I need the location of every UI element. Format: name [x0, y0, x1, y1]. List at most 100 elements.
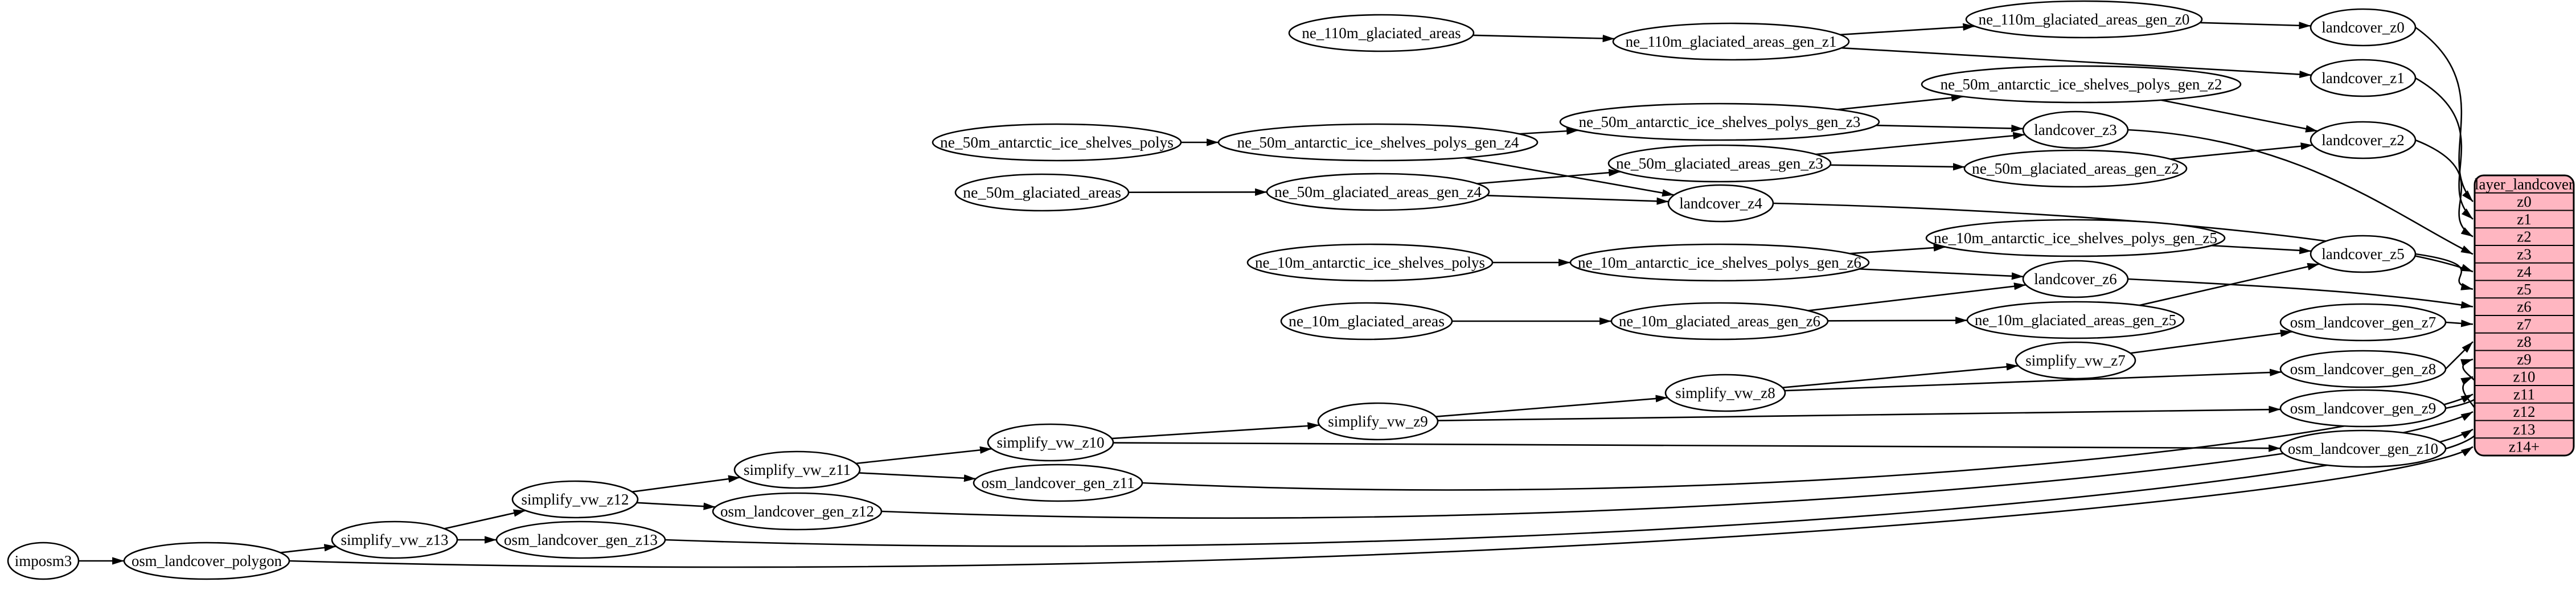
node-shape	[712, 492, 883, 531]
node-landcover_z4: landcover_z4	[1667, 184, 1774, 223]
table-row-z3: z3	[2517, 245, 2531, 263]
node-osm_landcover_gen_z10: osm_landcover_gen_z10	[2279, 429, 2447, 468]
edge-simplify_vw_z10-to-simplify_vw_z9	[1111, 422, 1320, 440]
node-label: simplify_vw_z8	[1675, 384, 1775, 401]
node-label: osm_landcover_gen_z12	[720, 503, 874, 520]
node-simplify_vw_z8: simplify_vw_z8	[1664, 374, 1786, 412]
edge-ne_50m_antarctic_ice_shelves_polys_gen_z4-to-ne_50m_antarctic_ice_shelves_polys_gen_z3	[1519, 127, 1579, 135]
node-osm_landcover_gen_z12: osm_landcover_gen_z12	[712, 492, 883, 531]
node-shape	[1610, 302, 1829, 341]
node-label: ne_50m_antarctic_ice_shelves_polys	[940, 134, 1174, 151]
node-label: osm_landcover_gen_z7	[2290, 314, 2436, 331]
node-shape	[511, 480, 639, 519]
node-ne_50m_glaciated_areas_gen_z2: ne_50m_glaciated_areas_gen_z2	[1963, 149, 2188, 188]
table-layer_landcover: layer_landcoverz0z1z2z3z4z5z6z7z8z9z10z1…	[2474, 174, 2575, 457]
node-label: ne_50m_antarctic_ice_shelves_polys_gen_z…	[1941, 76, 2222, 93]
node-osm_landcover_gen_z9: osm_landcover_gen_z9	[2279, 389, 2447, 428]
edge-osm_landcover_polygon-to-layer_landcover-z14+	[289, 446, 2474, 568]
node-shape	[2310, 121, 2417, 159]
node-label: simplify_vw_z12	[522, 491, 629, 508]
node-label: ne_10m_antarctic_ice_shelves_polys_gen_z…	[1934, 229, 2217, 247]
node-shape	[2279, 350, 2447, 388]
edge-osm_landcover_gen_z12-to-layer_landcover-z12	[881, 411, 2474, 519]
node-shape	[1280, 302, 1453, 341]
node-label: ne_50m_glaciated_areas_gen_z4	[1274, 183, 1482, 200]
node-landcover_z3: landcover_z3	[2022, 110, 2129, 149]
table-row-z2: z2	[2517, 228, 2531, 245]
node-shape	[1217, 123, 1539, 162]
table-row-z9: z9	[2517, 351, 2531, 368]
edges	[79, 22, 2483, 568]
edge-simplify_vw_z12-to-simplify_vw_z11	[631, 475, 741, 493]
node-label: landcover_z1	[2321, 69, 2404, 87]
node-shape	[1317, 402, 1439, 441]
node-landcover_z0: landcover_z0	[2310, 8, 2417, 47]
node-osm_landcover_gen_z11: osm_landcover_gen_z11	[973, 464, 1143, 502]
node-landcover_z2: landcover_z2	[2310, 121, 2417, 159]
node-shape	[2022, 110, 2129, 149]
edge-ne_50m_glaciated_areas_gen_z3-to-landcover_z3	[1815, 132, 2025, 155]
node-label: ne_50m_glaciated_areas_gen_z3	[1616, 155, 1823, 172]
node-shape	[1963, 149, 2188, 188]
node-osm_landcover_polygon: osm_landcover_polygon	[123, 542, 290, 580]
edge-landcover_z3-to-layer_landcover-z3	[2127, 129, 2474, 255]
table-row-z10: z10	[2513, 368, 2536, 386]
node-label: ne_10m_antarctic_ice_shelves_polys	[1255, 254, 1485, 271]
table-row-z7: z7	[2517, 315, 2531, 333]
table-row-z0: z0	[2517, 193, 2531, 210]
node-ne_50m_glaciated_areas_gen_z3: ne_50m_glaciated_areas_gen_z3	[1607, 144, 1832, 183]
node-ne_50m_glaciated_areas_gen_z4: ne_50m_glaciated_areas_gen_z4	[1266, 173, 1490, 211]
node-label: ne_110m_glaciated_areas_gen_z1	[1626, 33, 1837, 50]
edge-ne_10m_antarctic_ice_shelves_polys_gen_z6-to-ne_10m_antarctic_ice_shelves_polys_gen_z5	[1849, 244, 1946, 255]
node-label: osm_landcover_gen_z9	[2290, 400, 2436, 417]
node-shape	[2279, 429, 2447, 468]
node-shape	[1667, 184, 1774, 223]
table-row-z14plus: z14+	[2509, 438, 2540, 456]
node-simplify_vw_z7: simplify_vw_z7	[2015, 341, 2136, 380]
node-shape	[2279, 389, 2447, 428]
node-label: landcover_z0	[2321, 19, 2404, 36]
node-label: ne_10m_glaciated_areas_gen_z6	[1619, 313, 1820, 330]
edge-ne_10m_antarctic_ice_shelves_polys_gen_z6-to-landcover_z6	[1859, 268, 2024, 280]
node-osm_landcover_gen_z8: osm_landcover_gen_z8	[2279, 350, 2447, 388]
node-shape	[2310, 59, 2417, 97]
node-label: osm_landcover_polygon	[132, 552, 282, 569]
edge-osm_landcover_polygon-to-simplify_vw_z13	[280, 544, 337, 553]
edge-landcover_z6-to-layer_landcover-z6	[2127, 278, 2474, 309]
node-ne_10m_glaciated_areas_gen_z5: ne_10m_glaciated_areas_gen_z5	[1966, 301, 2185, 339]
node-osm_landcover_gen_z13: osm_landcover_gen_z13	[495, 520, 666, 559]
node-ne_50m_antarctic_ice_shelves_polys_gen_z3: ne_50m_antarctic_ice_shelves_polys_gen_z…	[1559, 102, 1880, 141]
node-label: ne_110m_glaciated_areas	[1302, 24, 1461, 42]
node-ne_10m_antarctic_ice_shelves_polys_gen_z5: ne_10m_antarctic_ice_shelves_polys_gen_z…	[1925, 219, 2226, 257]
node-label: landcover_z4	[1679, 195, 1762, 212]
node-shape	[2022, 260, 2129, 298]
edge-ne_50m_antarctic_ice_shelves_polys_gen_z3-to-landcover_z3	[1876, 124, 2024, 133]
table-row-z11: z11	[2513, 386, 2535, 403]
table-row-z12: z12	[2513, 403, 2536, 420]
edge-simplify_vw_z11-to-osm_landcover_gen_z11	[859, 472, 976, 482]
node-shape	[987, 423, 1114, 462]
table-row-z8: z8	[2517, 333, 2531, 350]
table-row-z6: z6	[2517, 298, 2531, 315]
node-shape	[1921, 65, 2242, 104]
node-label: osm_landcover_gen_z11	[982, 474, 1135, 491]
node-simplify_vw_z9: simplify_vw_z9	[1317, 402, 1439, 441]
edge-ne_50m_glaciated_areas_gen_z4-to-ne_50m_glaciated_areas_gen_z3	[1476, 169, 1621, 184]
node-label: landcover_z6	[2034, 270, 2116, 288]
node-ne_50m_antarctic_ice_shelves_polys_gen_z2: ne_50m_antarctic_ice_shelves_polys_gen_z…	[1921, 65, 2242, 104]
edge-ne_110m_glaciated_areas_gen_z1-to-ne_110m_glaciated_areas_gen_z0	[1840, 23, 1975, 36]
edge-ne_50m_glaciated_areas_gen_z2-to-landcover_z2	[2170, 142, 2313, 160]
node-label: ne_50m_glaciated_areas_gen_z2	[1972, 160, 2179, 177]
node-shape	[1965, 0, 2203, 39]
edge-landcover_z2-to-layer_landcover-z2	[2415, 139, 2474, 237]
node-label: simplify_vw_z7	[2025, 352, 2126, 369]
node-landcover_z1: landcover_z1	[2310, 59, 2417, 97]
node-shape	[733, 450, 861, 489]
node-shape	[123, 542, 290, 580]
edge-ne_110m_glaciated_areas_gen_z0-to-landcover_z0	[2200, 22, 2311, 30]
edge-simplify_vw_z11-to-simplify_vw_z10	[856, 446, 992, 465]
node-shape	[973, 464, 1143, 502]
edge-ne_50m_antarctic_ice_shelves_polys_gen_z2-to-landcover_z2	[2160, 99, 2318, 133]
node-label: landcover_z5	[2321, 245, 2404, 263]
table-title: layer_landcover	[2475, 175, 2574, 192]
